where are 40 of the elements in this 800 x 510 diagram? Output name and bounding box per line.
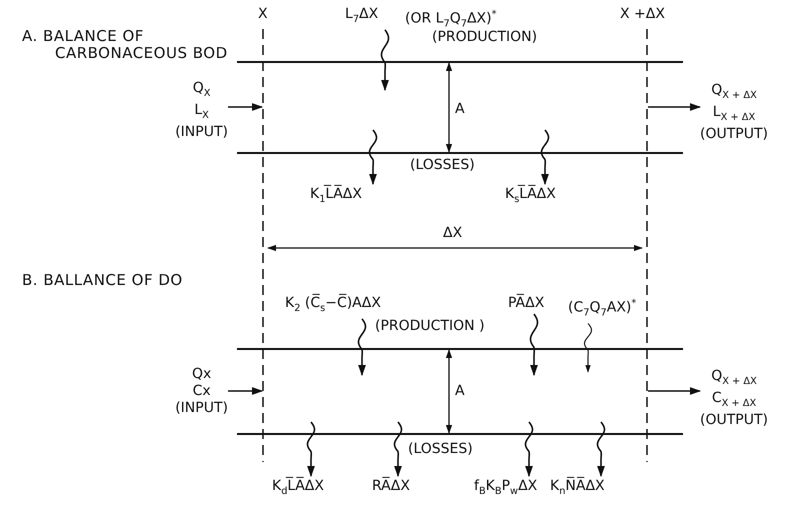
wavy-arrow — [584, 323, 592, 373]
term-label: L$_{7}$ΔX — [345, 6, 378, 28]
wavy-arrow — [596, 422, 606, 478]
flow-label: Q$_{X + ΔX}$ L$_{X + ΔX}$ (OUTPUT) — [700, 82, 768, 143]
section-heading: B. BALLANCE OF DO — [22, 272, 184, 289]
axis-label: X +ΔX — [620, 6, 665, 23]
annotation: (PRODUCTION ) — [375, 318, 485, 335]
annotation: (PRODUCTION) — [432, 29, 538, 46]
wavy-arrow — [530, 314, 538, 376]
annotation: (LOSSES) — [408, 441, 473, 458]
term-label: K$_{s}$L̅A̅ΔX — [505, 186, 556, 208]
dimension-label: A — [455, 101, 465, 118]
term-label: RA̅ΔX — [372, 478, 410, 495]
term-label: (C$_{7}$Q$_{7}$AX)$^{*}$ — [568, 295, 636, 322]
flow-label: Q$_{X}$ L$_{X}$ (INPUT) — [175, 80, 228, 141]
term-label: K$_{2}$ (C̅$_{s}$−C̅)AΔX — [285, 295, 381, 317]
wavy-arrow — [540, 130, 550, 186]
formula-label: (OR L$_{7}$Q$_{7}$ΔX)$^{*}$ — [405, 8, 497, 30]
wavy-arrow — [306, 422, 316, 478]
section-heading: A. BALANCE OF CARBONACEOUS BOD — [22, 28, 229, 62]
flow-label: Q$_{X + ΔX}$ C$_{X + ΔX}$ (OUTPUT) — [700, 368, 768, 429]
dimension-label: ΔX — [443, 225, 462, 242]
flow-arrow — [228, 387, 264, 395]
wavy-arrow — [368, 130, 378, 186]
term-label: PA̅ΔX — [508, 295, 544, 312]
axis-label: X — [258, 6, 268, 23]
term-label: K$_{n}$N̅A̅ΔX — [550, 478, 605, 500]
wavy-arrow — [358, 318, 366, 376]
flow-label: Qx Cx (INPUT) — [175, 366, 228, 417]
wavy-arrow — [524, 422, 534, 478]
flow-arrow — [648, 103, 702, 111]
term-label: K$_{d}$L̅A̅ΔX — [272, 478, 324, 500]
dimension-label: A — [455, 383, 465, 400]
term-label: K$_{1}$L̅A̅ΔX — [310, 186, 362, 208]
flow-arrow — [228, 103, 264, 111]
wavy-arrow — [394, 422, 402, 478]
term-label: f$_{B}$K$_{B}$P$_{w}$ΔX — [474, 478, 538, 500]
flow-arrow — [648, 387, 702, 395]
wavy-arrow — [380, 29, 390, 92]
annotation: (LOSSES) — [410, 157, 475, 174]
